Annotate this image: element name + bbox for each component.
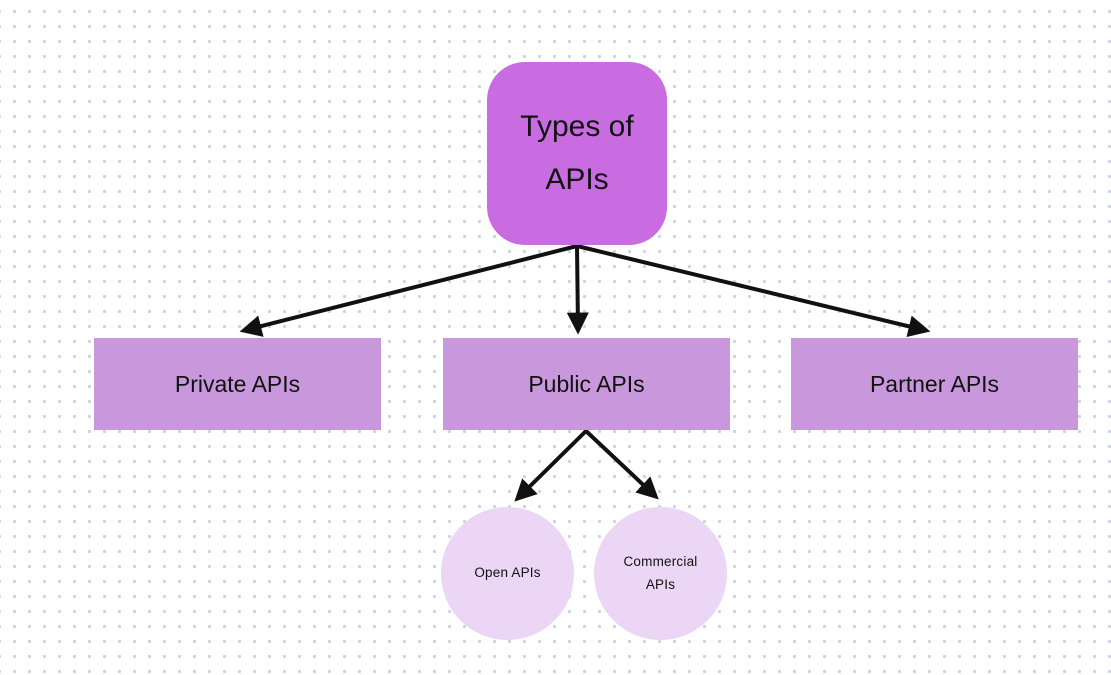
arrow-public-to-open [514, 429, 588, 502]
node-open-apis-label: Open APIs [474, 565, 541, 581]
node-partner-apis-label: Partner APIs [869, 370, 1000, 397]
node-commercial-apis: Commercial APIs [594, 507, 727, 640]
arrow-root-to-partner [575, 244, 931, 338]
node-types-of-apis: Types of APIs [487, 62, 667, 245]
arrow-public-to-commercial [584, 429, 659, 500]
node-private-apis: Private APIs [94, 338, 381, 430]
node-partner-apis: Partner APIs [791, 338, 1078, 430]
node-public-apis-label: Public APIs [528, 370, 645, 397]
arrow-root-to-private [239, 244, 579, 337]
node-public-apis: Public APIs [443, 338, 730, 430]
arrow-root-to-public [566, 244, 589, 335]
node-commercial-apis-label: Commercial APIs [623, 554, 698, 592]
node-private-apis-label: Private APIs [174, 370, 301, 397]
node-types-of-apis-label: Types of APIs [520, 110, 634, 196]
node-open-apis: Open APIs [441, 507, 574, 640]
